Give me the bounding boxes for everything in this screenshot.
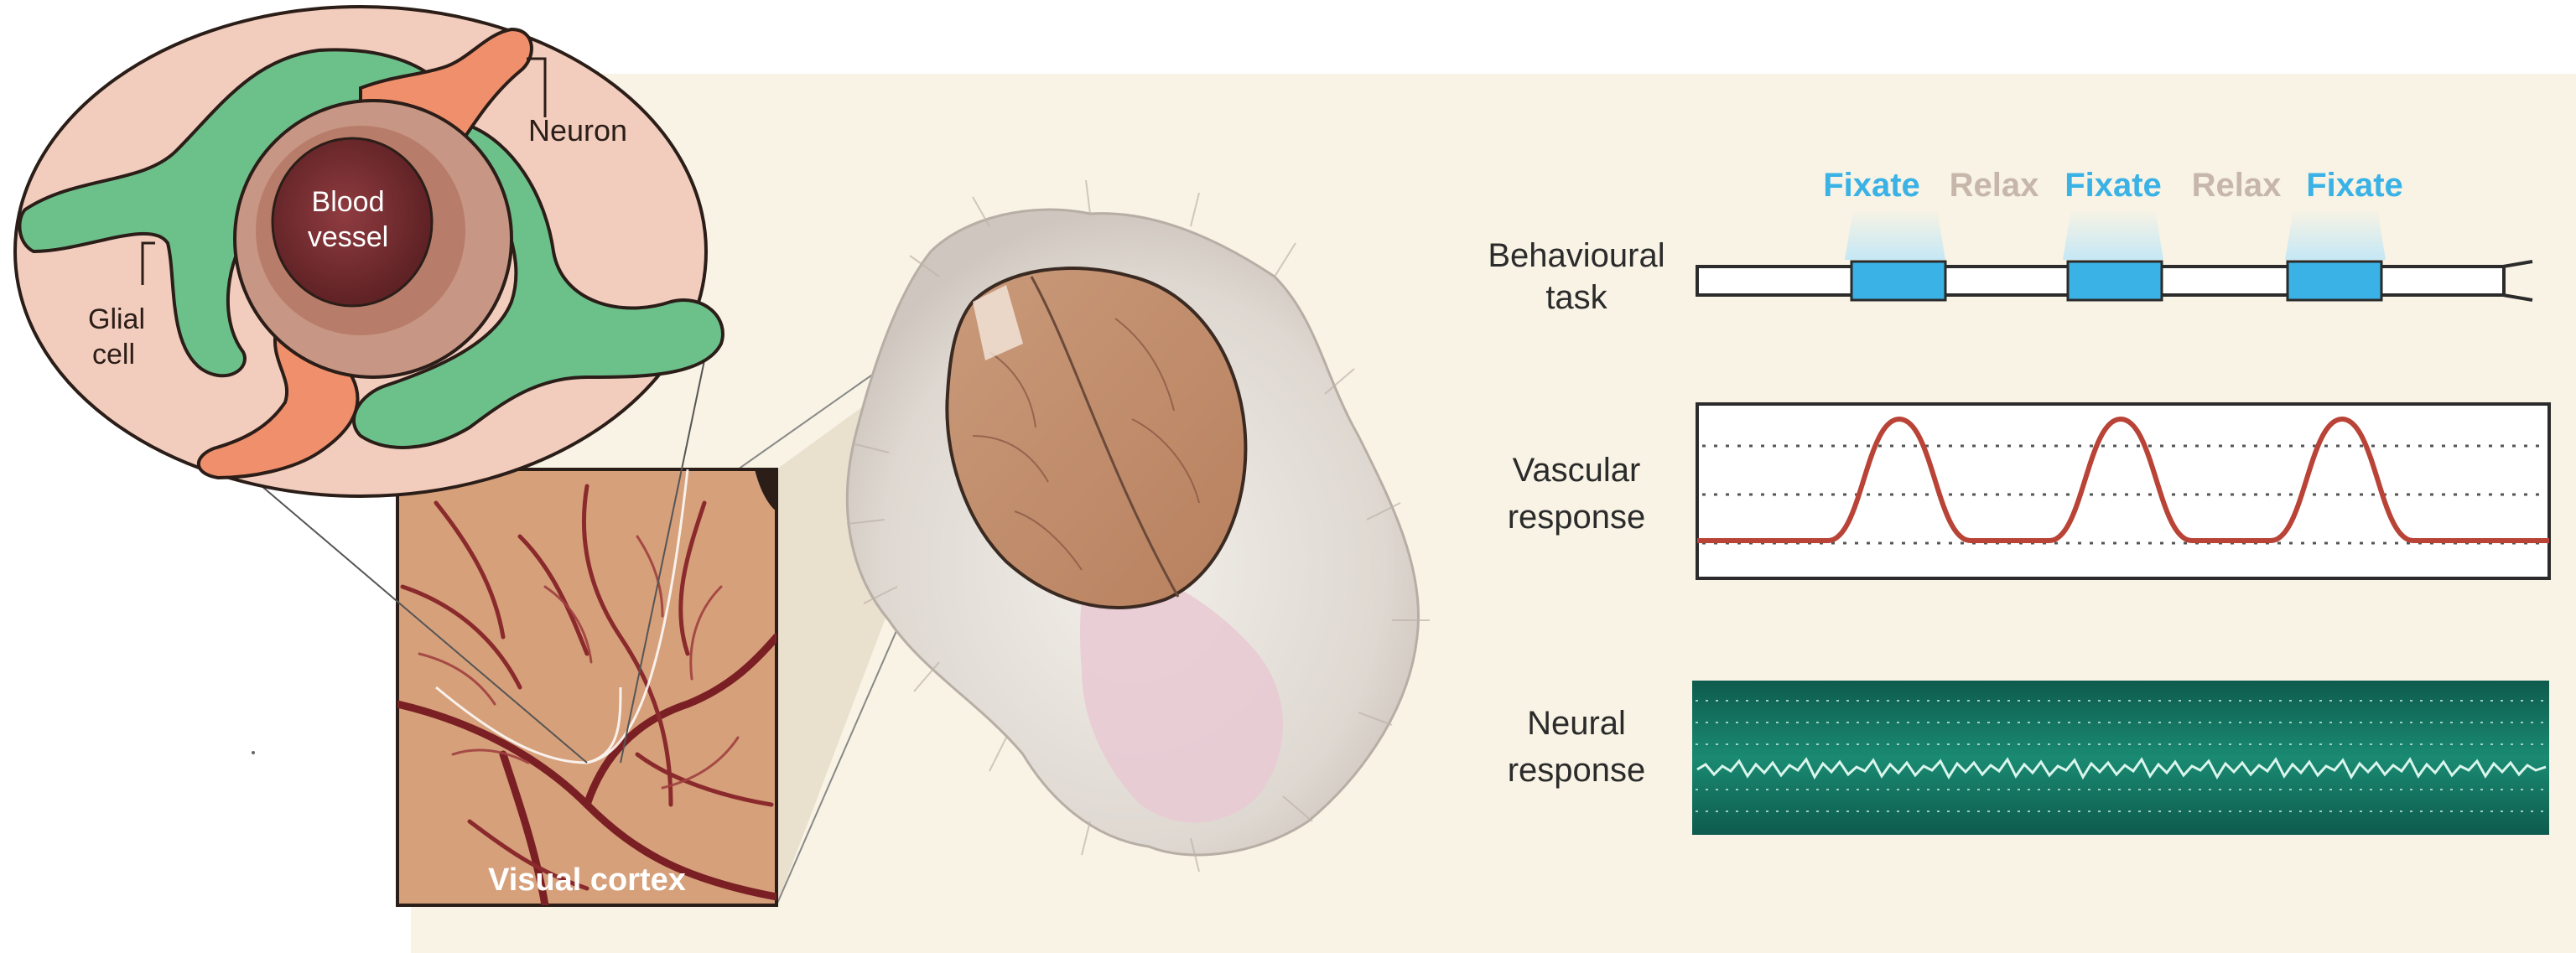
cortex-inset-outline <box>435 469 689 764</box>
fixate-block-2 <box>2066 260 2163 302</box>
neural-response-trace <box>1696 757 2547 780</box>
fixate-block-3 <box>2286 260 2383 302</box>
neuron-label: Neuron <box>528 113 627 148</box>
vascular-response-curve <box>1697 416 2549 543</box>
behavioural-task-timeline <box>1696 210 2533 302</box>
task-phase-labels: Fixate Relax Fixate Relax Fixate <box>1823 167 2403 204</box>
phase-fixate-3: Fixate <box>2306 167 2403 204</box>
cellular-zoom-circle: Blood vessel Neuron Glial cell <box>13 5 724 498</box>
vascular-label-line2: response <box>1508 499 1646 536</box>
behavioural-label-line1: Behavioural <box>1488 237 1665 274</box>
phase-relax-1: Relax <box>1950 167 2039 204</box>
glial-cell-lower <box>351 123 724 449</box>
visual-cortex-label: Visual cortex <box>488 862 686 898</box>
row-labels: Behavioural task Vascular response Neura… <box>1488 237 1665 789</box>
phase-fixate-2: Fixate <box>2064 167 2162 204</box>
phase-relax-2: Relax <box>2192 167 2282 204</box>
blood-vessel-label-line1: Blood <box>312 186 385 218</box>
behavioural-label-line2: task <box>1545 279 1607 316</box>
fixate-block-1 <box>1850 260 1947 302</box>
vascular-response-plot <box>1696 402 2551 580</box>
vascular-label-line1: Vascular <box>1513 452 1641 489</box>
glial-callout-line <box>141 241 155 285</box>
exposed-cortex <box>945 267 1248 609</box>
stray-dot <box>252 751 255 754</box>
visual-cortex-photo: Visual cortex <box>396 468 778 907</box>
neural-label-line1: Neural <box>1527 705 1626 742</box>
zoom-line-circle-right <box>620 360 705 764</box>
blood-vessel <box>233 99 513 379</box>
neuron-callout-line <box>527 57 547 117</box>
glial-label-line1: Glial <box>88 303 145 335</box>
primate-head <box>845 179 1430 873</box>
blood-vessel-label-line2: vessel <box>308 221 388 253</box>
phase-fixate-1: Fixate <box>1823 167 1920 204</box>
glial-label-line2: cell <box>92 339 135 370</box>
neural-label-line2: response <box>1508 752 1646 789</box>
neural-response-plot <box>1692 681 2549 835</box>
